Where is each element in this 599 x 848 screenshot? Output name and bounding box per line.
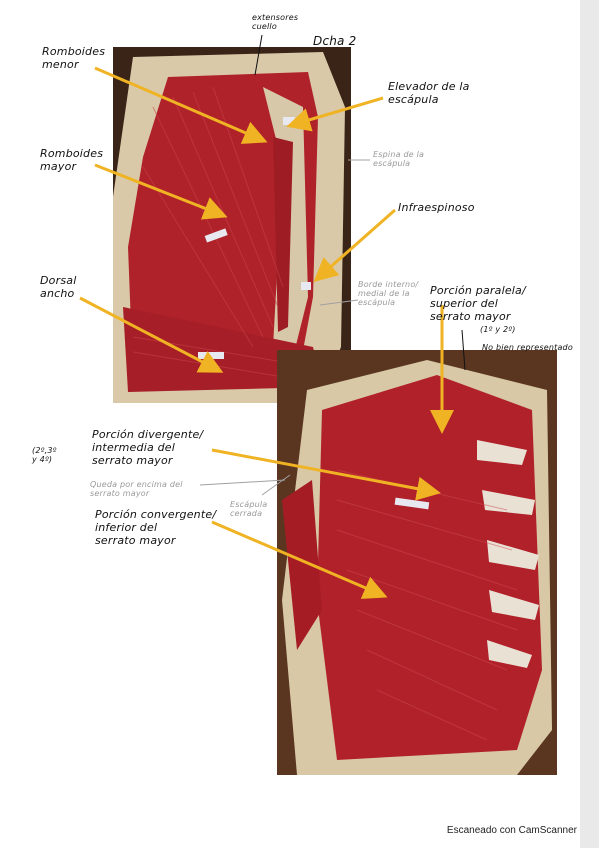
label-costillas-sup: (1º y 2º) — [480, 325, 516, 334]
label-extensores-cuello: extensores cuello — [252, 13, 299, 31]
arrow-infraespinoso — [313, 208, 396, 282]
arrow-dorsal-ancho — [79, 296, 224, 373]
pointer-extensores — [254, 34, 263, 76]
label-queda-por-encima: Queda por encima del serrato mayor — [90, 480, 183, 498]
arrow-porcion-divergente — [211, 448, 441, 501]
pointer-queda — [199, 479, 286, 486]
photo-serratus-anterior — [277, 350, 557, 775]
photo-back-muscles — [113, 47, 351, 403]
label-porcion-convergente: Porción convergente/ inferior del serrat… — [95, 508, 217, 547]
label-infraespinoso: Infraespinoso — [398, 201, 475, 214]
label-title: Dcha 2 — [313, 34, 357, 48]
label-escapula-cerrada: Escápula cerrada — [230, 500, 268, 518]
label-porcion-paralela: Porción paralela/ superior del serrato m… — [430, 284, 526, 323]
arrow-romboides-menor — [94, 66, 268, 144]
arrow-porcion-convergente — [211, 520, 388, 599]
pointer-borde — [319, 299, 359, 306]
label-porcion-divergente: Porción divergente/ intermedia del serra… — [92, 428, 204, 467]
label-borde-interno: Borde interno/ medial de la escápula — [358, 280, 419, 307]
label-romboides-menor: Romboides menor — [42, 45, 106, 71]
label-no-bien: No bien representado — [482, 343, 573, 352]
arrow-romboides-mayor — [94, 163, 228, 220]
pointer-escapula — [261, 474, 291, 496]
label-costillas-med: (2º,3º y 4º) — [32, 446, 57, 464]
arrow-elevador — [286, 96, 384, 132]
label-elevador: Elevador de la escápula — [388, 80, 470, 106]
label-dorsal-ancho: Dorsal ancho — [40, 274, 77, 300]
pointer-no-bien — [461, 329, 466, 371]
label-espina: Espina de la escápula — [373, 150, 425, 168]
label-romboides-mayor: Romboides mayor — [40, 147, 104, 173]
scanner-watermark: Escaneado con CamScanner — [446, 825, 577, 836]
